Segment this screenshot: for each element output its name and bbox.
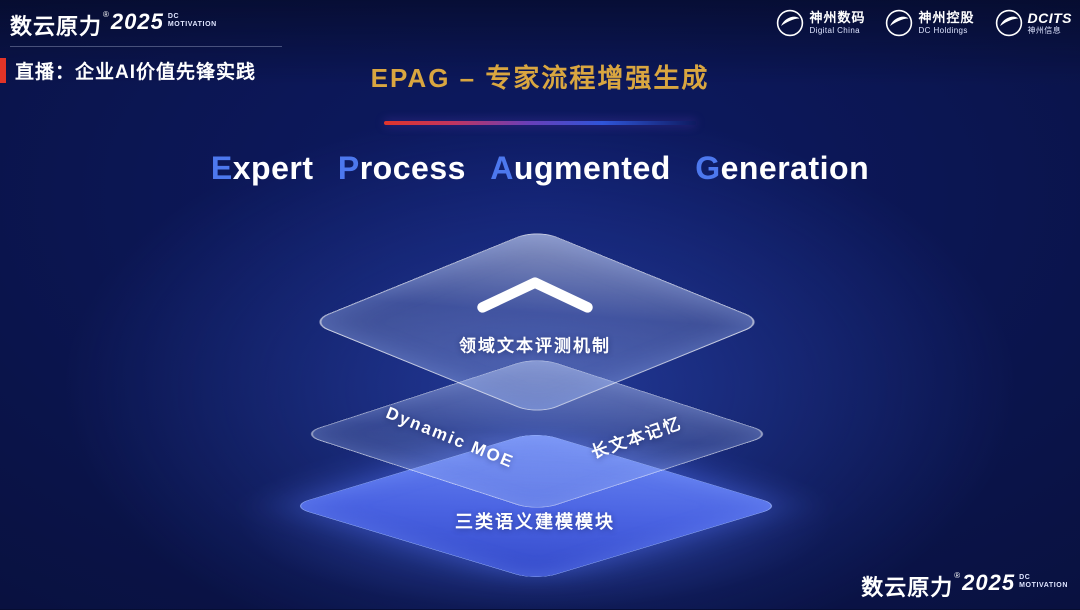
heading-rest: xpert xyxy=(232,150,314,186)
red-accent-bar xyxy=(0,58,6,83)
brand-logo-bottom: 数云原力 ® 2025 DC MOTIVATION xyxy=(861,570,1068,602)
digital-china-text: 神州数码 Digital China xyxy=(809,9,866,35)
live-label-row: 直播：企业AI价值先锋实践 xyxy=(0,57,256,84)
heading-rest: ugmented xyxy=(513,150,671,186)
brand-tagline: DC MOTIVATION xyxy=(1019,574,1068,591)
live-label: 直播：企业AI价值先锋实践 xyxy=(15,62,257,83)
heading-initial: G xyxy=(695,150,721,186)
dc-holdings-text: 神州控股 DC Holdings xyxy=(918,9,975,35)
partner-name-en: Digital China xyxy=(809,25,861,35)
brand-tagline-line2: MOTIVATION xyxy=(167,21,217,29)
partner-name-en: DC Holdings xyxy=(918,25,968,35)
partner-name-cn: 神州控股 xyxy=(918,9,975,25)
bottom-layer-label: 三类语义建模模块 xyxy=(455,512,615,532)
brand-name: 数云原力 xyxy=(10,14,103,39)
brand-tagline-line1: DC xyxy=(1019,574,1031,581)
heading-initial: A xyxy=(490,150,514,186)
partner-name-cn: 神州信息 xyxy=(1027,26,1062,36)
brand-tagline-line1: DC xyxy=(167,13,180,20)
brand-logo-top: 数云原力 ® 2025 DC MOTIVATION xyxy=(10,9,217,41)
partner-name-cn: 神州数码 xyxy=(809,9,866,25)
dcits-swoosh-icon xyxy=(995,9,1023,37)
brand-name: 数云原力 xyxy=(861,575,954,600)
gradient-divider xyxy=(384,121,696,125)
heading-rest: rocess xyxy=(359,150,466,186)
registered-mark: ® xyxy=(103,10,109,19)
heading-word-augmented: Augmented xyxy=(490,150,671,186)
top-layer-label: 领域文本评测机制 xyxy=(459,336,611,356)
dc-holdings-logo: 神州控股 DC Holdings xyxy=(885,9,974,37)
heading-initial: E xyxy=(210,150,233,186)
brand-tagline: DC MOTIVATION xyxy=(168,13,217,30)
top-layer-plate xyxy=(307,228,767,416)
heading-rest: eneration xyxy=(720,150,870,186)
brand-year: 2025 xyxy=(962,570,1016,595)
brand-underline xyxy=(10,46,282,47)
brand-year: 2025 xyxy=(110,9,164,34)
heading-word-process: Process xyxy=(338,150,466,186)
partner-name-en: DCITS xyxy=(1027,10,1072,27)
heading-word-expert: Expert xyxy=(211,150,314,186)
heading-word-generation: Generation xyxy=(695,150,869,186)
dcits-text: DCITS 神州信息 xyxy=(1028,10,1073,35)
digital-china-logo: 神州数码 Digital China xyxy=(776,9,865,37)
dc-holdings-swoosh-icon xyxy=(885,9,913,37)
slide-title: EPAG – 专家流程增强生成 xyxy=(370,63,710,93)
brand-tagline-line2: MOTIVATION xyxy=(1019,582,1068,590)
heading-initial: P xyxy=(337,150,360,186)
main-heading: Expert Process Augmented Generation xyxy=(211,150,869,187)
chevron-up-icon xyxy=(473,273,597,322)
registered-mark: ® xyxy=(954,571,961,580)
digital-china-swoosh-icon xyxy=(776,9,804,37)
dcits-logo: DCITS 神州信息 xyxy=(995,9,1073,37)
partner-logos: 神州数码 Digital China 神州控股 DC Holdings DCIT… xyxy=(776,9,1072,37)
